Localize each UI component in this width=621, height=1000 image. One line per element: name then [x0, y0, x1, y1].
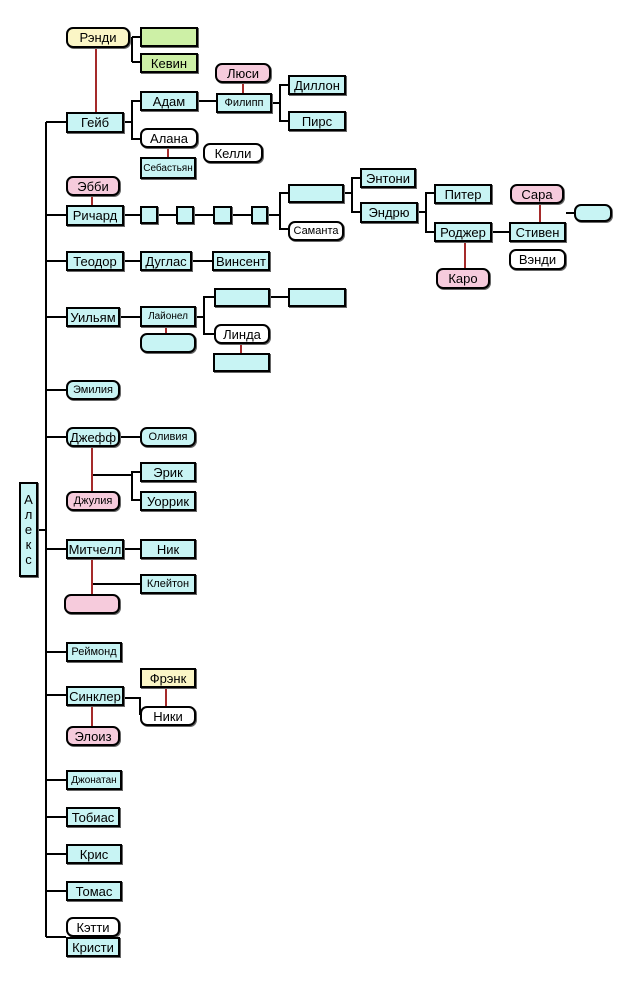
person-filipp: Филипп — [216, 93, 272, 113]
person-lajonel: Лайонел — [140, 306, 196, 327]
person-unnamed — [288, 288, 346, 307]
person-emiliya: Эмилия — [66, 380, 120, 400]
person-kelli: Келли — [203, 143, 263, 163]
person-linda: Линда — [214, 324, 270, 344]
person-unnamed — [251, 206, 268, 224]
person-unnamed — [140, 333, 196, 353]
person-gejb: Гейб — [66, 112, 124, 133]
person-sara: Сара — [510, 184, 564, 204]
person-karo: Каро — [436, 268, 490, 289]
person-unnamed — [213, 353, 270, 372]
person-dzhonatan: Джонатан — [66, 770, 122, 790]
person-unnamed — [140, 27, 198, 47]
person-rodzher: Роджер — [434, 222, 492, 242]
person-eloiz: Элоиз — [66, 726, 120, 746]
person-vendi: Вэнди — [509, 249, 566, 270]
person-nik: Ник — [140, 539, 196, 559]
person-niki: Ники — [140, 706, 196, 726]
person-samanta: Саманта — [288, 221, 344, 241]
person-unnamed — [214, 288, 270, 307]
person-tomas: Томас — [66, 881, 122, 901]
person-dillon: Диллон — [288, 75, 346, 95]
person-teodor: Теодор — [66, 251, 124, 271]
person-sebastyan: Себастьян — [140, 157, 196, 179]
person-kevin: Кевин — [140, 53, 198, 73]
person-unnamed — [64, 594, 120, 614]
person-kris: Крис — [66, 844, 122, 864]
person-uilyam: Уильям — [66, 307, 120, 327]
person-unnamed — [574, 204, 612, 222]
person-pirs: Пирс — [288, 111, 346, 131]
person-ketti: Кэтти — [66, 917, 120, 937]
person-frenk: Фрэнк — [140, 668, 196, 688]
person-rejmond: Реймонд — [66, 642, 122, 662]
person-unnamed — [213, 206, 232, 224]
person-lyusi: Люси — [215, 63, 271, 83]
person-klejton: Клейтон — [140, 574, 196, 594]
person-alana: Алана — [140, 128, 198, 148]
person-mitchell: Митчелл — [66, 539, 124, 559]
person-erik: Эрик — [140, 462, 196, 482]
person-dzhuliya: Джулия — [66, 491, 120, 511]
person-stiven: Стивен — [509, 222, 566, 242]
person-entoni: Энтони — [360, 168, 416, 188]
person-duglas: Дуглас — [140, 251, 192, 271]
person-tobias: Тобиас — [66, 807, 120, 827]
person-randi: Рэнди — [66, 27, 130, 48]
person-piter: Питер — [434, 184, 492, 204]
person-unnamed — [176, 206, 194, 224]
person-sinkler: Синклер — [66, 686, 124, 706]
person-uorrik: Уоррик — [140, 491, 196, 511]
person-oliviya: Оливия — [140, 427, 196, 447]
person-adam: Адам — [140, 91, 198, 111]
person-kristi: Кристи — [66, 937, 120, 957]
person-vinsent: Винсент — [212, 251, 270, 271]
person-endryu: Эндрю — [360, 202, 418, 223]
person-unnamed — [288, 184, 344, 203]
person-ebbi: Эбби — [66, 176, 120, 196]
person-richard: Ричард — [66, 205, 124, 226]
person-dzheff: Джефф — [66, 427, 120, 447]
person-unnamed — [140, 206, 158, 224]
